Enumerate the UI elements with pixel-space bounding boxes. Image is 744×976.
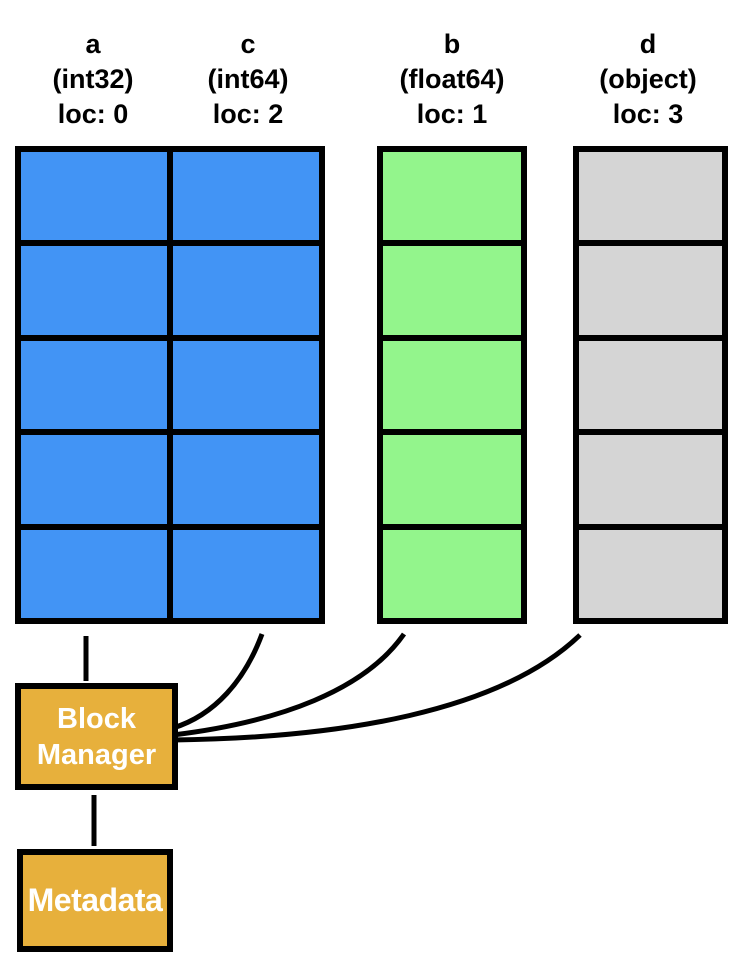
block-cell	[579, 340, 722, 430]
column-loc: loc: 3	[612, 99, 684, 129]
block-cell	[21, 340, 167, 430]
column-loc: loc: 0	[57, 99, 129, 129]
block-cell	[21, 152, 167, 241]
object-block	[573, 146, 728, 624]
column-loc: loc: 2	[212, 99, 284, 129]
block-cell	[21, 246, 167, 335]
column-name: d	[639, 29, 657, 59]
block-cell	[383, 529, 521, 618]
column-header-c: c (int64) loc: 2	[163, 27, 333, 132]
block-cell	[21, 435, 167, 524]
block-manager-box: Block Manager	[15, 683, 178, 790]
block-cell	[383, 340, 521, 430]
block-cell	[173, 435, 319, 524]
column-header-a: a (int32) loc: 0	[8, 27, 178, 132]
block-manager-label: Block Manager	[36, 702, 157, 771]
column-name: c	[240, 29, 256, 59]
block-cell	[173, 246, 319, 335]
column-name: b	[443, 29, 461, 59]
block-cell	[383, 152, 521, 241]
column-header-d: d (object) loc: 3	[563, 27, 733, 132]
column-dtype: (float64)	[399, 64, 505, 94]
column-dtype: (object)	[599, 64, 697, 94]
int-block	[15, 146, 325, 624]
metadata-label: Metadata	[27, 882, 163, 918]
block-cell	[579, 246, 722, 335]
column-header-b: b (float64) loc: 1	[367, 27, 537, 132]
arrow-manager-to-col-d	[172, 633, 582, 743]
block-cell	[579, 435, 722, 524]
block-cell	[579, 152, 722, 241]
column-loc: loc: 1	[416, 99, 488, 129]
float-block	[377, 146, 527, 624]
arrow-manager-to-col-b	[172, 632, 407, 738]
block-cell	[383, 246, 521, 335]
metadata-box: Metadata	[17, 849, 173, 952]
block-cell	[21, 529, 167, 618]
block-cell	[173, 340, 319, 430]
block-cell	[173, 152, 319, 241]
block-cell	[383, 435, 521, 524]
column-dtype: (int64)	[207, 64, 289, 94]
column-dtype: (int32)	[52, 64, 134, 94]
block-cell	[173, 529, 319, 618]
arrow-manager-to-col-c	[172, 633, 265, 731]
column-name: a	[85, 29, 101, 59]
block-cell	[579, 529, 722, 618]
